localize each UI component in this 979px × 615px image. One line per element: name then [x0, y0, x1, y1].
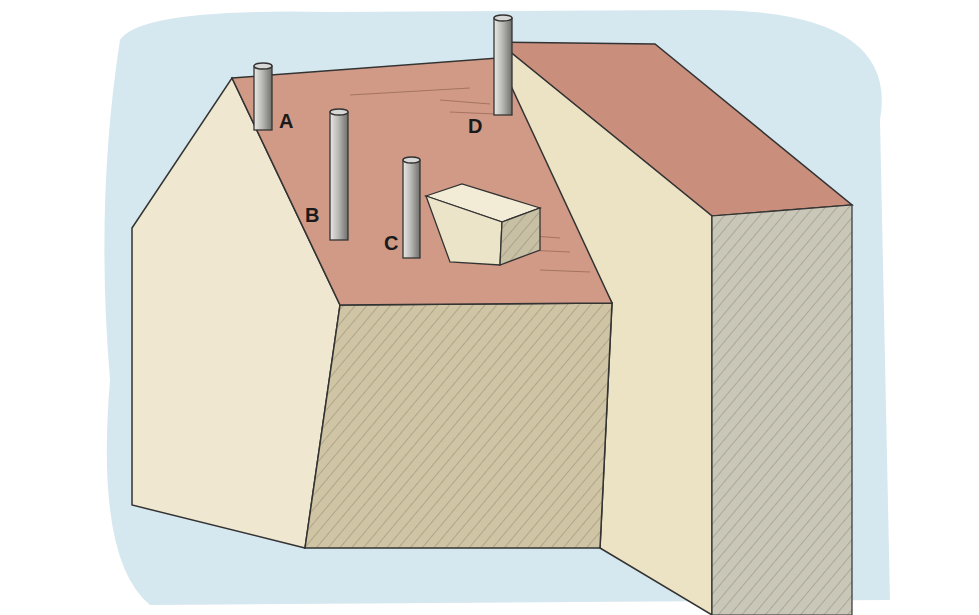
callout-letter: C: [384, 233, 398, 253]
roof: [232, 58, 612, 305]
roof-box-side: [426, 196, 502, 265]
side-wall: [305, 303, 612, 548]
side-wall-hatch: [305, 303, 612, 548]
pipes: [254, 15, 512, 258]
roof-box-hatch: [500, 208, 540, 265]
roof-strokes: [350, 88, 590, 272]
callout-letter: D: [468, 116, 482, 136]
wall-hatch: [712, 205, 852, 615]
wall-shadow: [712, 205, 852, 615]
callout-letter: B: [305, 205, 319, 225]
callout-letter: A: [279, 111, 293, 131]
roof-box-front: [500, 208, 540, 265]
